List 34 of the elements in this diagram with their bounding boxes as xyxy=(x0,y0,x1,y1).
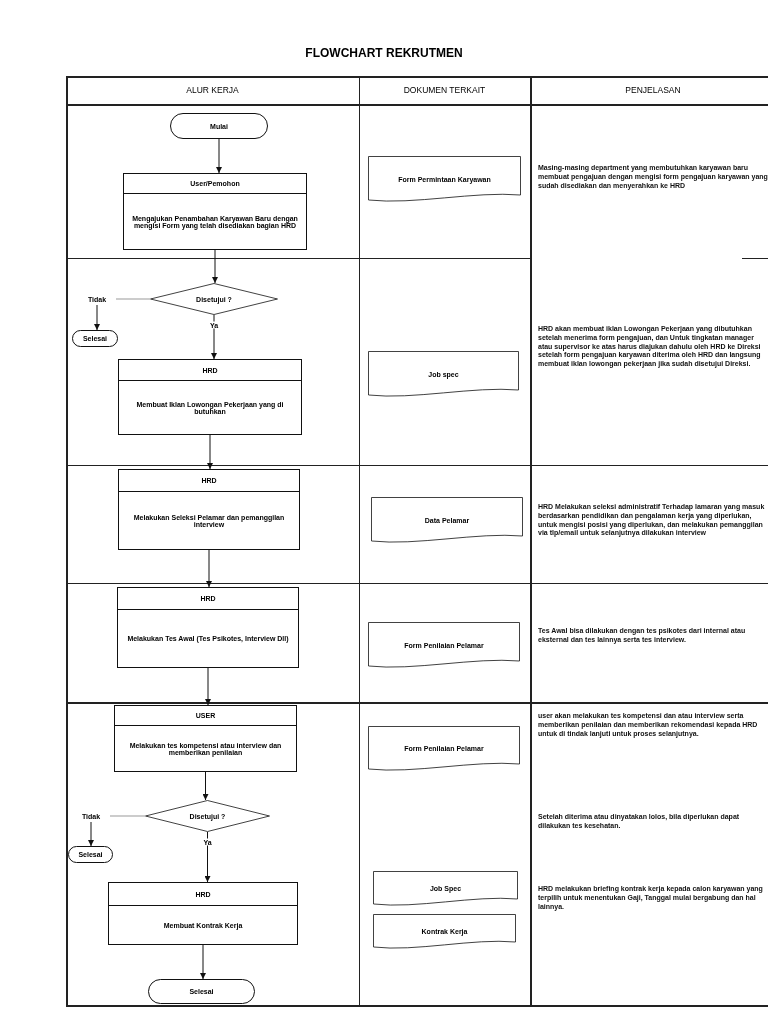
column-header: ALUR KERJA xyxy=(186,85,239,95)
diagram-title: FLOWCHART REKRUTMEN xyxy=(304,46,464,60)
arrow xyxy=(202,771,209,801)
document-shape xyxy=(373,914,516,949)
arrow xyxy=(212,249,218,284)
process-box xyxy=(118,469,300,550)
process-box xyxy=(108,882,298,945)
terminator-shape xyxy=(68,846,113,863)
arrow xyxy=(88,821,94,847)
terminator-shape xyxy=(148,979,255,1004)
process-box xyxy=(123,173,307,250)
document-shape xyxy=(373,871,518,906)
terminator-shape xyxy=(170,113,268,139)
document-shape xyxy=(368,726,520,771)
connector-line xyxy=(115,298,151,300)
arrow xyxy=(216,138,222,174)
decision-diamond xyxy=(150,283,278,315)
document-shape xyxy=(371,497,523,543)
arrow xyxy=(206,549,212,588)
document-shape xyxy=(368,622,520,668)
decision-diamond xyxy=(145,800,270,832)
column-header: DOKUMEN TERKAIT xyxy=(403,85,486,95)
arrow xyxy=(207,434,213,470)
process-box xyxy=(117,587,299,668)
arrow xyxy=(200,944,206,980)
document-shape xyxy=(368,351,519,397)
column-header: PENJELASAN xyxy=(625,85,681,95)
terminator-shape xyxy=(72,330,118,347)
process-box xyxy=(118,359,302,435)
arrow xyxy=(205,667,211,706)
process-box xyxy=(114,705,297,772)
arrow xyxy=(94,304,100,331)
document-shape xyxy=(368,156,521,202)
connector-line xyxy=(109,815,146,817)
